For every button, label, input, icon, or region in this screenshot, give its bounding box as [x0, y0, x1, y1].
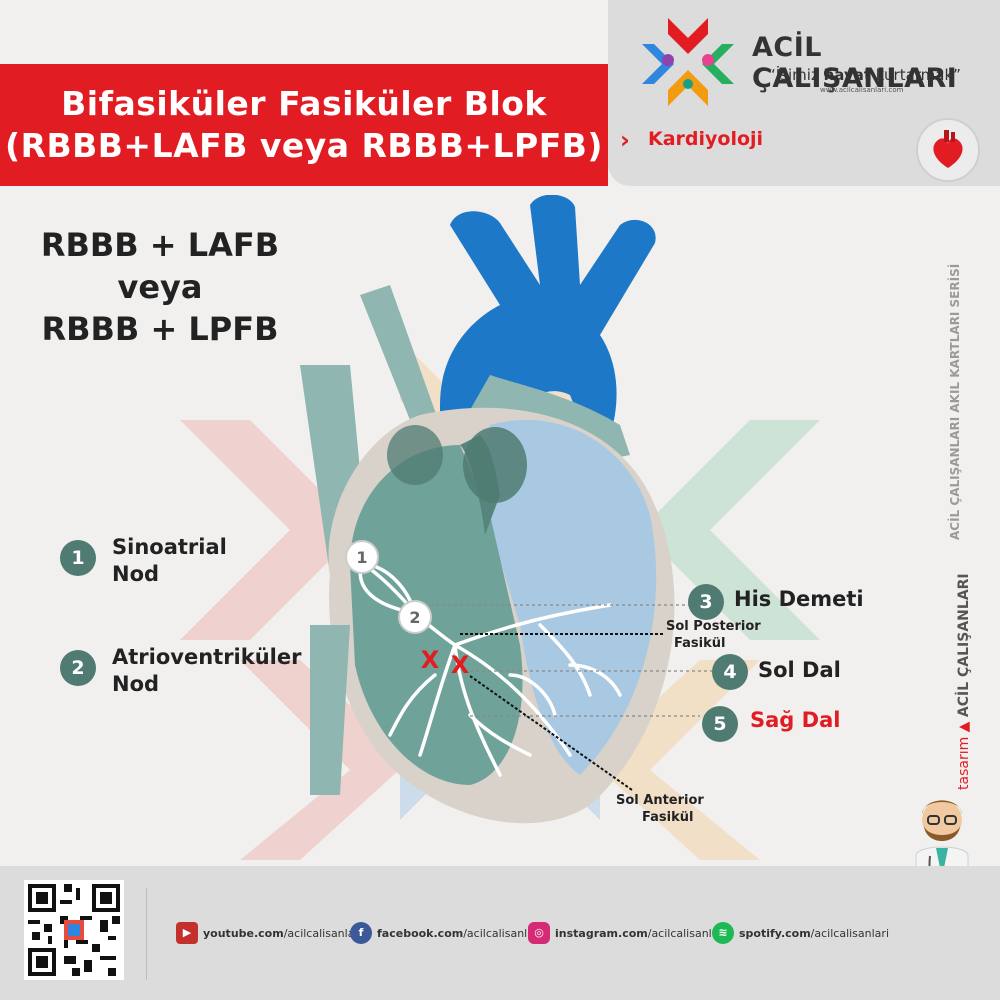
youtube-link[interactable]: ▶ youtube.com/acilcalisanlari	[176, 922, 362, 944]
left-bundle-label: Sol Dal	[758, 658, 841, 682]
inferior-vena-cava	[310, 625, 350, 795]
series-vertical-text: ACİL ÇALIŞANLARI AKIL KARTLARI SERİSİ	[948, 263, 962, 540]
category-label: Kardiyoloji	[648, 128, 764, 150]
logo-icon	[642, 18, 734, 106]
spotify-icon: ≋	[712, 922, 734, 944]
page-title-line2: (RBBB+LAFB veya RBBB+LPFB)	[4, 126, 604, 165]
combo-line3: RBBB + LPFB	[41, 310, 279, 348]
heart-diagram: 1 2 X X	[300, 195, 675, 824]
valve-left	[387, 425, 443, 485]
right-ventricle	[350, 445, 523, 785]
item-number-4: 4	[712, 654, 748, 690]
item-number-3: 3	[688, 584, 724, 620]
av-node-marker	[398, 600, 432, 634]
footer-divider	[146, 888, 147, 980]
combo-line1: RBBB + LAFB	[40, 226, 280, 264]
valve-right	[463, 427, 527, 503]
brand-name: ACİL ÇALIŞANLARI	[752, 32, 958, 94]
footer	[0, 866, 1000, 1000]
youtube-icon: ▶	[176, 922, 198, 944]
spotify-link[interactable]: ≋ spotify.com/acilcalisanlari	[712, 922, 889, 944]
design-credit: tasarım ▲ ACİL ÇALIŞANLARI	[956, 573, 972, 790]
his-bundle-label: His Demeti	[734, 587, 864, 611]
instagram-link[interactable]: ◎ instagram.com/acilcalisanlari	[528, 922, 726, 944]
item-number-5: 5	[702, 706, 738, 742]
left-ventricle	[480, 419, 657, 775]
block-mark-2: X	[451, 651, 470, 679]
combo-line2: veya	[117, 268, 203, 306]
brand-slogan: “İşimiz hayat kurtarmak”	[768, 66, 961, 84]
facebook-icon: f	[350, 922, 372, 944]
sa-node-number: 1	[356, 548, 367, 567]
title-bar: Bifasiküler Fasiküler Blok (RBBB+LAFB ve…	[0, 64, 608, 186]
brand-url: www.acilcalisanlari.com	[820, 86, 904, 94]
facebook-link[interactable]: f facebook.com/acilcalisanlari	[350, 922, 542, 944]
instagram-icon: ◎	[528, 922, 550, 944]
chevron-right-icon: ›	[620, 126, 630, 154]
right-bundle-label: Sağ Dal	[750, 708, 841, 732]
block-mark-1: X	[421, 646, 440, 674]
qr-code[interactable]	[24, 880, 124, 980]
av-node-number: 2	[409, 608, 420, 627]
sa-node-marker	[345, 540, 379, 574]
node-number-1: 1	[60, 540, 96, 576]
node-number-2: 2	[60, 650, 96, 686]
heart-icon	[916, 118, 980, 182]
page-title-line1: Bifasiküler Fasiküler Blok	[61, 84, 547, 123]
